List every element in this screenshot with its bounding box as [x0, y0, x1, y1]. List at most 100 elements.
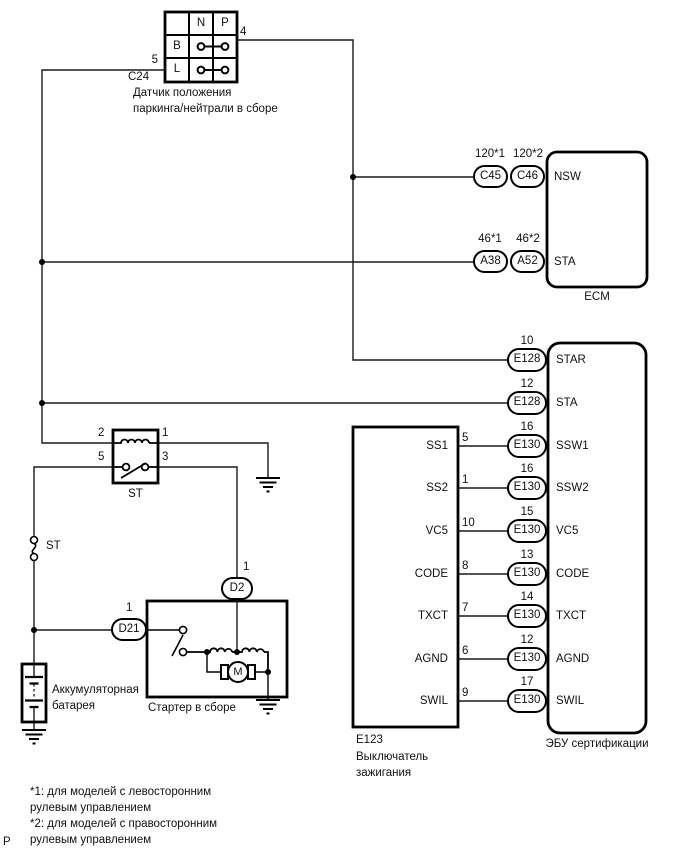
ecm-block-label: ECM: [584, 291, 610, 303]
battery-name-line2: батарея: [52, 700, 96, 712]
connector-oval-d21: D21: [111, 618, 147, 641]
ignition-switch-block-outline: [351, 425, 460, 729]
wire-sta-net: [41, 69, 507, 444]
cert-signal-label: CODE: [556, 568, 590, 580]
connector-label: E130: [513, 694, 541, 707]
ecm-block-outline: [545, 150, 649, 289]
wire-starter-signal: [237, 39, 507, 361]
connector-oval-e128: E128: [507, 391, 547, 415]
st-relay-symbol: [111, 428, 160, 485]
ground-icon: [256, 477, 280, 493]
connector-oval-e130: E130: [507, 647, 547, 671]
page-corner-mark: P: [3, 836, 11, 848]
relay-label: ST: [128, 488, 143, 500]
wire-battery-feed: [33, 466, 113, 730]
connector-oval-e130: E130: [507, 562, 547, 586]
cert-signal-label: SWIL: [556, 695, 585, 707]
c24-col-n: N: [196, 17, 206, 29]
cert-signal-label: VC5: [556, 525, 579, 537]
connector-oval-e128: E128: [507, 348, 547, 372]
cert-signal-label: STAR: [556, 354, 586, 366]
connector-oval-c45: C45: [473, 165, 508, 188]
connector-oval-e130: E130: [507, 434, 547, 458]
contact-row-l-icon: [196, 65, 230, 75]
cert-pin-number: 14: [520, 591, 534, 603]
ignition-signal-label: SS1: [426, 440, 448, 452]
c24-connector-code: C24: [128, 71, 150, 83]
footnote-2-line2: рулевым управлением: [30, 834, 152, 846]
junction-dots: [31, 174, 356, 675]
connector-label: D2: [229, 581, 245, 594]
sta-note2: 46*2: [516, 233, 540, 245]
contact-row-b-icon: [196, 42, 230, 51]
ignition-signal-label: AGND: [414, 653, 448, 665]
relay-pin-number-2: 2: [98, 427, 105, 439]
fuse-label: ST: [46, 540, 61, 552]
motor-icon: [206, 652, 268, 683]
connector-oval-a52: A52: [510, 250, 545, 273]
ignition-pin-number: 1: [462, 474, 469, 486]
ignition-pin-number: 8: [462, 560, 469, 572]
battery-name-line1: Аккумуляторная: [52, 684, 139, 696]
c24-pin-number-4: 4: [240, 26, 247, 38]
c24-name-line1: Датчик положения: [133, 87, 232, 99]
connector-label: C45: [479, 169, 502, 182]
connector-label: E130: [513, 481, 541, 494]
connector-oval-d2: D2: [221, 577, 253, 600]
ground-icon: [22, 729, 46, 745]
connector-label: E130: [513, 524, 541, 537]
cert-pin-number: 13: [520, 549, 534, 561]
cert-pin-number: 16: [520, 421, 534, 433]
wire-relay-to-starter: [158, 466, 238, 652]
starter-label: Стартер в сборе: [148, 702, 236, 714]
ignition-pin-number: 5: [462, 432, 469, 444]
wire-relay-coil-ground: [158, 442, 269, 478]
connector-label: E128: [513, 396, 541, 409]
d21-pin-number: 1: [126, 602, 133, 614]
nsw-note2: 120*2: [512, 148, 544, 160]
cert-signal-label: STA: [556, 397, 578, 409]
ignition-pin-number: 9: [462, 687, 469, 699]
ground-icon: [256, 699, 280, 715]
ignition-signal-label: SS2: [426, 482, 448, 494]
connector-label: A52: [517, 254, 538, 267]
cert-pin-number: 12: [520, 378, 534, 390]
connector-oval-e130: E130: [507, 689, 547, 713]
relay-pin-number-3: 3: [162, 451, 169, 463]
c24-col-p: P: [221, 17, 229, 29]
c24-row-b: B: [173, 40, 181, 52]
ignition-pin-number: 10: [462, 517, 475, 529]
c24-pin-number-5: 5: [151, 54, 158, 66]
cert-ecu-block-label: ЭБУ сертификации: [545, 738, 649, 750]
ecm-signal-sta: STA: [554, 256, 576, 268]
cert-pin-number: 12: [520, 634, 534, 646]
connector-oval-e130: E130: [507, 604, 547, 628]
footnote-1-line2: рулевым управлением: [30, 802, 152, 814]
ecm-signal-nsw: NSW: [554, 171, 581, 183]
connector-label: E128: [513, 353, 541, 366]
cert-pin-number: 16: [520, 463, 534, 475]
nsw-note1: 120*1: [474, 148, 506, 160]
ignition-pin-number: 7: [462, 602, 469, 614]
sta-note1: 46*1: [478, 233, 502, 245]
solenoid-coils-icon: [186, 647, 269, 672]
footnote-1-line1: *1: для моделей с левосторонним: [30, 786, 212, 798]
connector-label: E130: [513, 652, 541, 665]
ignition-signal-label: VC5: [425, 525, 448, 537]
connector-label: D21: [118, 622, 140, 635]
battery-icon: [20, 662, 48, 724]
c24-row-l: L: [173, 63, 181, 75]
cert-pin-number: 15: [520, 506, 534, 518]
cert-ecu-block-outline: [546, 341, 648, 735]
park-neutral-switch-symbol: [163, 10, 239, 84]
connector-label: C46: [516, 169, 539, 182]
c24-name-line2: паркинга/нейтрали в сборе: [133, 103, 278, 115]
starter-contact-icon: [147, 625, 188, 657]
relay-pin-number-1: 1: [162, 427, 169, 439]
ignition-name-line1: Выключатель: [356, 751, 429, 763]
connector-label: E130: [513, 609, 541, 622]
cert-signal-label: TXCT: [556, 610, 587, 622]
connector-label: A38: [480, 254, 501, 267]
